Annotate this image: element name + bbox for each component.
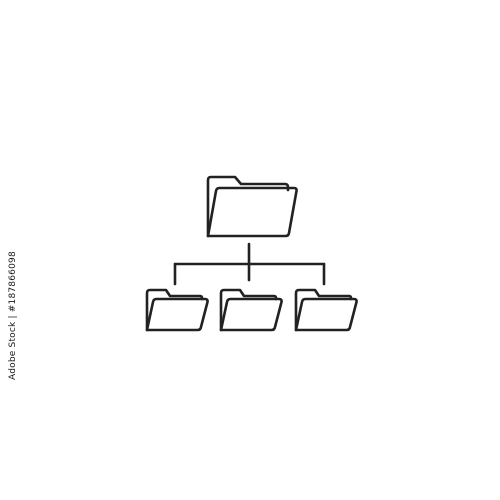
child-folder-icon-middle: [219, 288, 283, 332]
child-folder-icon-left: [145, 288, 209, 332]
hierarchy-connector: [173, 242, 326, 286]
stock-id-text: Adobe Stock | #187866098: [8, 251, 18, 380]
child-folder-icon-right: [294, 288, 358, 332]
root-folder-icon: [206, 175, 298, 238]
